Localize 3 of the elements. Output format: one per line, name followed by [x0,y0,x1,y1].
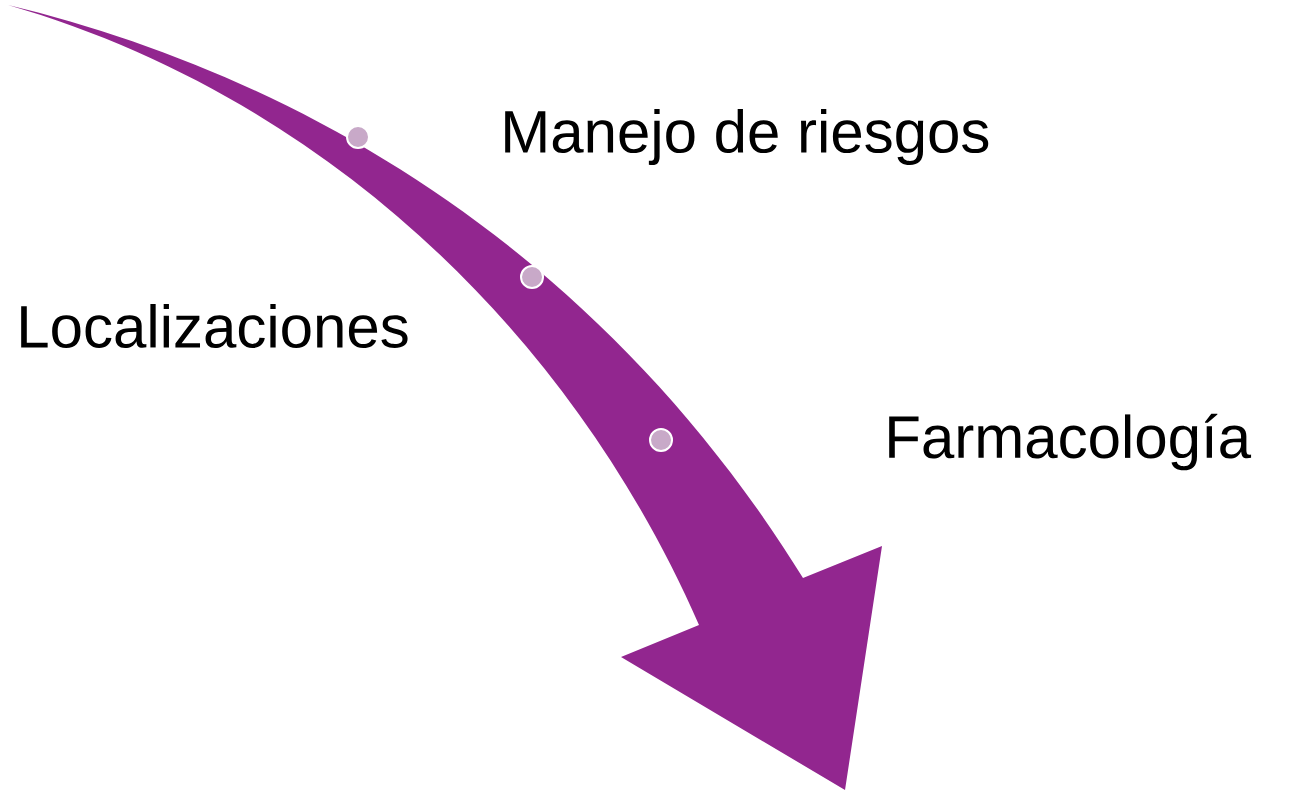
label-text: Localizaciones [21,304,408,349]
label-text: Farmacología [889,413,1252,471]
label-text: Manejo de riesgos [505,109,989,165]
